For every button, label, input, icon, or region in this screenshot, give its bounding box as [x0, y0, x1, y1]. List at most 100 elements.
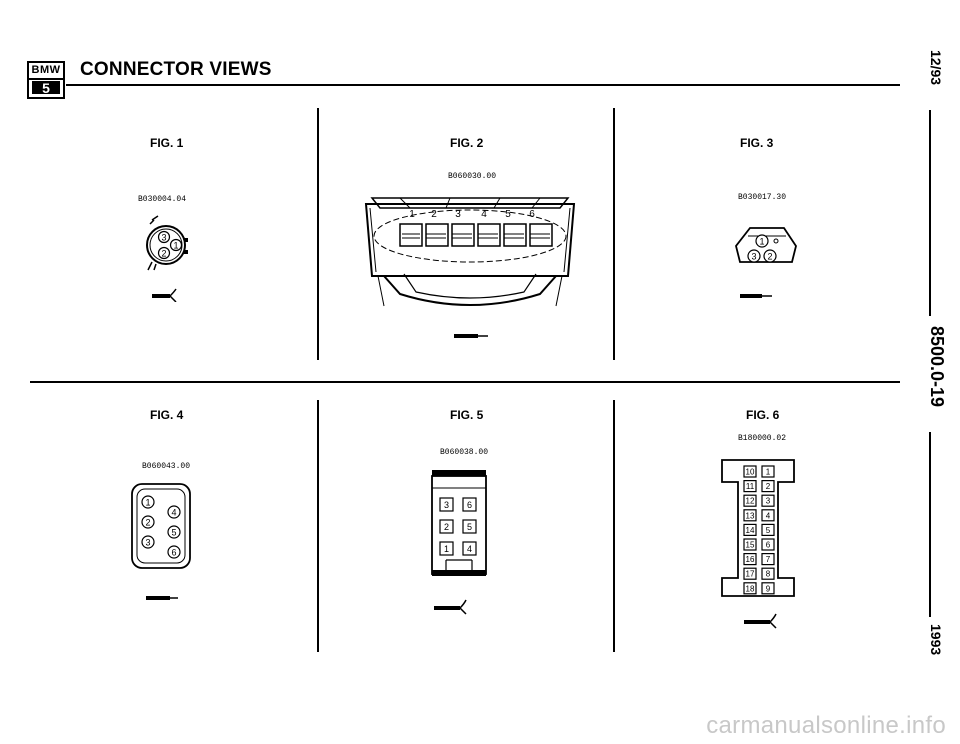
- connector-housing: [735, 227, 797, 263]
- pin-cell: [743, 480, 757, 493]
- pin-label: 6: [171, 548, 176, 558]
- fig-1-code: B030004.04: [138, 195, 187, 204]
- publication-year: 1993: [928, 624, 944, 656]
- wire-end-icon: [152, 294, 170, 298]
- pin-label: 2: [145, 518, 150, 528]
- connector-housing: [721, 459, 795, 597]
- pin-label: 12: [746, 497, 755, 506]
- bmw-5-series-logo: BMW 5: [27, 61, 65, 99]
- pin-label: 6: [766, 541, 771, 550]
- wire-end-icon: [454, 334, 478, 338]
- wire-end-icon: [740, 294, 762, 298]
- pin-label: 3: [145, 538, 150, 548]
- wire-end-icon: [744, 620, 770, 624]
- fig-5-connector-diagram: 3 6 2 5 1 4: [431, 470, 487, 615]
- pin-label: 6: [529, 209, 535, 220]
- pin-cell: [761, 552, 775, 566]
- pin-label: 7: [766, 555, 771, 564]
- pin-label: 1: [409, 209, 415, 220]
- fig-1-label: FIG. 1: [150, 136, 184, 150]
- pin-cell: [761, 509, 775, 522]
- pin-label: 3: [751, 252, 756, 262]
- logo-brand: BMW: [29, 63, 63, 80]
- pin-label: 14: [746, 526, 755, 535]
- pin-cell: [743, 523, 757, 537]
- pin-label: 4: [766, 511, 771, 520]
- pin-label: 4: [481, 209, 487, 220]
- page-title: CONNECTOR VIEWS: [80, 59, 272, 80]
- fig-5-code: B060038.00: [440, 448, 489, 457]
- fig-5-label: FIG. 5: [450, 408, 484, 422]
- fig-1-connector-diagram: 3 2 1: [146, 215, 188, 302]
- column-divider: [613, 400, 615, 652]
- pin-label: 5: [171, 528, 176, 538]
- pin-label: 1: [145, 498, 150, 508]
- pin-cell: [743, 509, 757, 522]
- pin-cell: [761, 582, 775, 595]
- pin-label: 11: [746, 482, 755, 491]
- fig-6-label: FIG. 6: [746, 408, 780, 422]
- pin-cell: [743, 567, 757, 580]
- row-divider: [30, 381, 900, 383]
- logo-series: 5: [32, 81, 60, 96]
- title-divider: [66, 84, 900, 86]
- pin-label: 10: [746, 468, 755, 477]
- wire-end-icon: [434, 606, 460, 610]
- pin-label: 2: [431, 209, 437, 220]
- pin-cell: [743, 582, 757, 595]
- pin-label: 5: [505, 209, 511, 220]
- fig-3-connector-diagram: 1 3 2: [735, 227, 797, 298]
- pin-label: 2: [161, 249, 166, 259]
- side-rule: [929, 110, 931, 316]
- side-rule: [929, 432, 931, 617]
- pin-label: 17: [746, 570, 755, 579]
- pin-label: 2: [444, 522, 449, 532]
- fig-3-code: B030017.30: [738, 193, 787, 202]
- pin-label: 5: [467, 522, 472, 532]
- pin-label: 13: [746, 511, 755, 520]
- fig-2-label: FIG. 2: [450, 136, 484, 150]
- pin-cell: [743, 538, 757, 551]
- pin-label: 16: [746, 555, 755, 564]
- wire-end-icon: [146, 596, 170, 600]
- fig-3-label: FIG. 3: [740, 136, 774, 150]
- pin-label: 1: [766, 468, 771, 477]
- column-divider: [613, 108, 615, 360]
- pin-cell: [761, 465, 775, 478]
- pin-label: 1: [759, 237, 764, 247]
- pin-label: 9: [766, 584, 771, 593]
- connector-housing: [146, 225, 186, 265]
- page-number: 8500.0-19: [927, 326, 947, 408]
- fig-2-connector-diagram: 1 2 3 4 5 6: [364, 197, 576, 338]
- pin-cell: [743, 552, 757, 566]
- fig-4-label: FIG. 4: [150, 408, 184, 422]
- pin-label: 1: [173, 241, 178, 251]
- pin-cell: [761, 538, 775, 551]
- connector-housing: [364, 203, 576, 277]
- pin-label: 4: [171, 508, 176, 518]
- pin-label: 15: [746, 541, 755, 550]
- pin-label: 5: [766, 526, 771, 535]
- column-divider: [317, 108, 319, 360]
- fig-2-code: B060030.00: [448, 172, 497, 181]
- watermark: carmanualsonline.info: [706, 712, 946, 739]
- fig-4-code: B060043.00: [142, 462, 191, 471]
- pin-cell: [743, 494, 757, 507]
- pin-label: 2: [766, 482, 771, 491]
- pin-label: 2: [767, 252, 772, 262]
- pin-label: 3: [161, 233, 166, 243]
- connector-housing: [131, 483, 191, 569]
- pin-label: 6: [467, 500, 472, 510]
- pin-cell: [761, 567, 775, 580]
- pin-label: 3: [455, 209, 461, 220]
- pin-cell: [761, 494, 775, 507]
- fig-4-connector-diagram: 1 2 3 4 5 6: [131, 483, 191, 600]
- pin-label: 3: [766, 497, 771, 506]
- pin-label: 8: [766, 570, 771, 579]
- pin-label: 18: [746, 584, 755, 593]
- pin-label: 1: [444, 544, 449, 554]
- pin-cell: [761, 480, 775, 493]
- pin-cell: [743, 465, 757, 478]
- column-divider: [317, 400, 319, 652]
